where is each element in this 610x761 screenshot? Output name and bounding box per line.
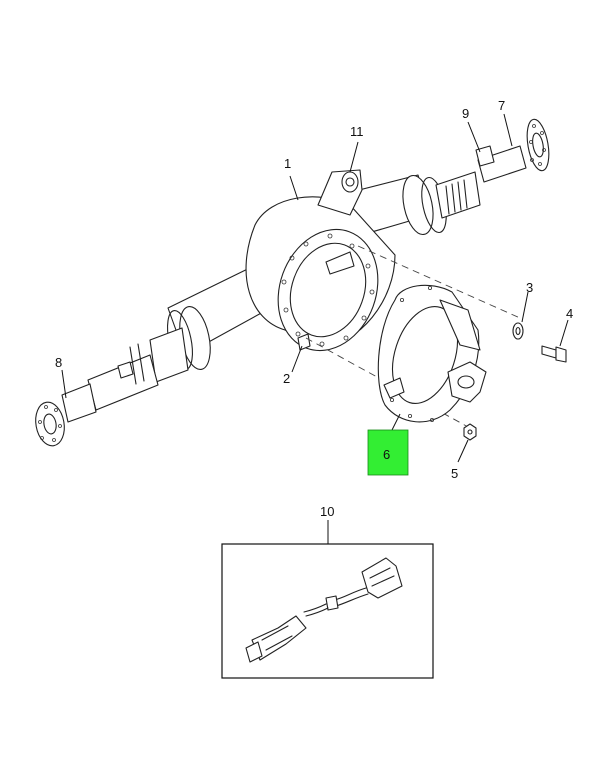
callout-4[interactable]: 4 [566, 306, 573, 321]
callout-5[interactable]: 5 [451, 466, 458, 481]
callout-9[interactable]: 9 [462, 106, 469, 121]
bolt[interactable] [541, 345, 567, 363]
nut[interactable] [463, 423, 477, 441]
callout-6-highlight[interactable] [367, 429, 409, 476]
callout-8[interactable]: 8 [55, 355, 62, 370]
wiring-harness[interactable] [245, 557, 403, 663]
callout-10[interactable]: 10 [320, 504, 334, 519]
washer[interactable] [512, 322, 524, 340]
differential-carrier[interactable] [377, 284, 487, 423]
callout-1[interactable]: 1 [284, 156, 291, 171]
housing-bracket[interactable] [317, 169, 363, 216]
left-axle-shaft[interactable] [32, 327, 189, 448]
right-axle-shaft[interactable] [435, 118, 552, 219]
callout-3[interactable]: 3 [526, 280, 533, 295]
callout-2[interactable]: 2 [283, 371, 290, 386]
alignment-lines [305, 245, 521, 429]
axle-housing[interactable] [163, 173, 451, 372]
callout-11[interactable]: 11 [350, 124, 364, 139]
right-sensor-clip[interactable] [475, 145, 495, 167]
callout-6[interactable]: 6 [383, 447, 390, 462]
leader-lines [61, 113, 569, 544]
callout-7[interactable]: 7 [498, 98, 505, 113]
carrier-stud[interactable] [297, 333, 311, 351]
